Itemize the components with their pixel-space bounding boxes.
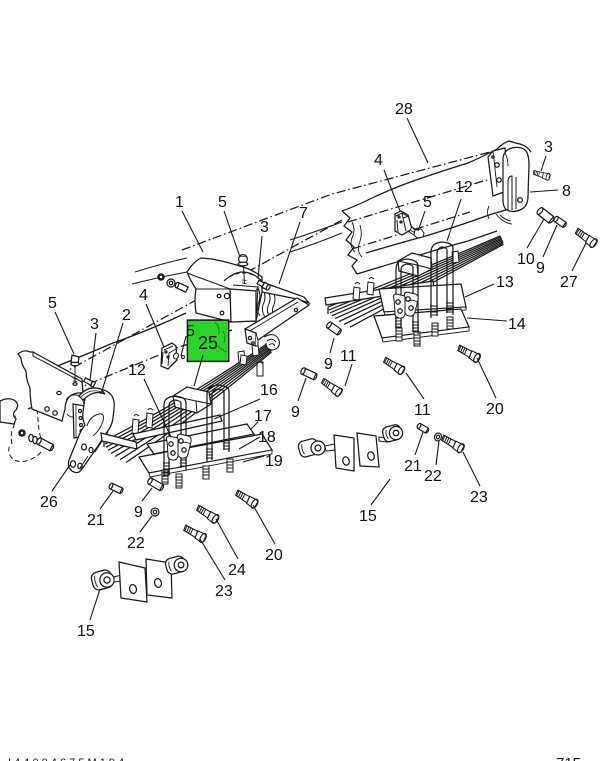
svg-text:3: 3 — [260, 219, 269, 236]
svg-text:18: 18 — [258, 429, 276, 446]
svg-text:12: 12 — [128, 362, 146, 379]
svg-text:9: 9 — [324, 356, 333, 373]
svg-text:26: 26 — [40, 494, 58, 511]
svg-text:21: 21 — [87, 512, 105, 529]
svg-text:3: 3 — [90, 316, 99, 333]
svg-text:13: 13 — [496, 274, 514, 291]
svg-text:5: 5 — [48, 295, 57, 312]
svg-text:22: 22 — [127, 535, 145, 552]
svg-text:1: 1 — [175, 194, 184, 211]
svg-text:17: 17 — [254, 408, 272, 425]
svg-text:10: 10 — [517, 251, 535, 268]
svg-text:5: 5 — [423, 194, 432, 211]
svg-text:4: 4 — [374, 152, 383, 169]
svg-text:15: 15 — [77, 623, 95, 640]
svg-text:27: 27 — [560, 274, 578, 291]
svg-text:9: 9 — [536, 260, 545, 277]
svg-text:14: 14 — [508, 316, 526, 333]
svg-text:8: 8 — [562, 183, 571, 200]
svg-text:5: 5 — [218, 194, 227, 211]
svg-text:11: 11 — [414, 402, 431, 419]
svg-text:9: 9 — [134, 504, 143, 521]
svg-text:22: 22 — [424, 468, 442, 485]
svg-text:9: 9 — [291, 404, 300, 421]
svg-text:23: 23 — [470, 489, 488, 506]
svg-text:24: 24 — [228, 562, 246, 579]
svg-text:16: 16 — [260, 382, 278, 399]
svg-text:25: 25 — [198, 333, 218, 353]
svg-text:5: 5 — [186, 323, 195, 340]
svg-text:19: 19 — [265, 453, 283, 470]
svg-text:715: 715 — [556, 755, 581, 761]
svg-text:3: 3 — [544, 139, 553, 156]
svg-text:12: 12 — [455, 179, 473, 196]
svg-text:I 4 4 0 0 4 6 7 5 M 1 9 4: I 4 4 0 0 4 6 7 5 M 1 9 4 — [8, 757, 124, 761]
svg-text:11: 11 — [340, 348, 357, 365]
svg-text:21: 21 — [404, 458, 422, 475]
svg-text:2: 2 — [122, 307, 131, 324]
svg-text:20: 20 — [486, 401, 504, 418]
svg-text:23: 23 — [215, 583, 233, 600]
svg-text:7: 7 — [299, 205, 308, 222]
svg-text:4: 4 — [139, 287, 148, 304]
svg-text:28: 28 — [395, 101, 413, 118]
svg-text:15: 15 — [359, 508, 377, 525]
svg-text:20: 20 — [265, 547, 283, 564]
